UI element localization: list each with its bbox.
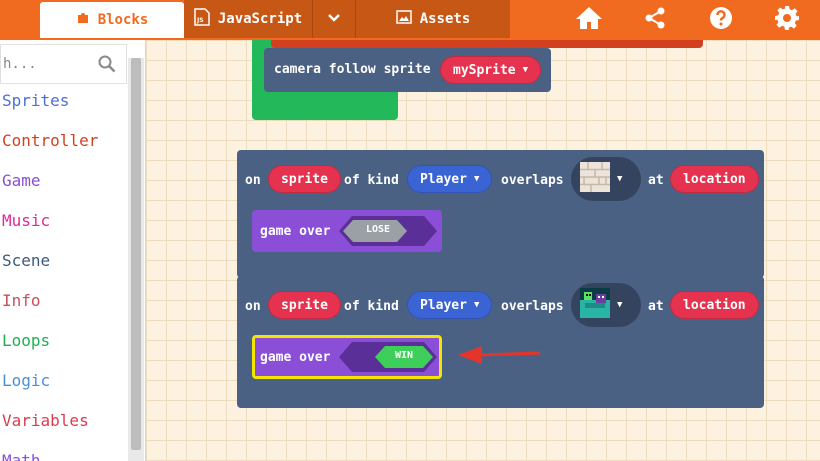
share-icon (643, 6, 667, 34)
tab-assets[interactable]: Assets (356, 0, 510, 38)
editor-tabs: Blocks JS JavaScript Assets (40, 0, 510, 40)
monster-tile-icon (580, 288, 610, 322)
tab-blocks-label: Blocks (97, 12, 149, 28)
caret-down-icon: ▼ (617, 174, 623, 184)
on-label: on (245, 299, 261, 314)
top-bar: Blocks JS JavaScript Assets (0, 0, 820, 40)
of-kind-label: of kind (344, 299, 399, 314)
game-over-win-block[interactable]: game over WIN (252, 335, 442, 379)
category-variables[interactable]: Variables (2, 411, 89, 430)
caret-down-icon: ▼ (473, 174, 480, 184)
sprite-label: sprite (281, 171, 328, 187)
camera-follow-label: camera follow sprite (274, 62, 431, 77)
lose-toggle[interactable]: LOSE (339, 216, 437, 250)
search-input[interactable] (1, 56, 93, 72)
brick-wall-tile-icon (580, 162, 610, 196)
game-over-label: game over (260, 224, 331, 239)
tab-assets-label: Assets (419, 11, 471, 27)
at-label: at (648, 299, 664, 314)
tab-javascript[interactable]: JS JavaScript (184, 0, 312, 38)
chevron-down-icon (327, 11, 341, 27)
category-logic[interactable]: Logic (2, 371, 51, 390)
share-button[interactable] (622, 0, 688, 40)
on-label: on (245, 173, 261, 188)
caret-down-icon: ▼ (473, 300, 480, 310)
win-toggle[interactable]: WIN (339, 342, 437, 376)
tile-picker[interactable]: ▼ (571, 157, 641, 201)
game-over-lose-block[interactable]: game over LOSE (252, 210, 442, 252)
lose-label: LOSE (366, 224, 391, 235)
camera-follow-block[interactable]: camera follow sprite mySprite ▼ (264, 48, 551, 92)
scrollbar-thumb[interactable] (131, 58, 141, 450)
toolbox-sidebar: Sprites Controller Game Music Scene Info… (0, 40, 146, 461)
kind-label: Player (420, 297, 467, 313)
sprite-label: sprite (281, 297, 328, 313)
sprite-variable-pill[interactable]: sprite (268, 165, 341, 193)
category-controller[interactable]: Controller (2, 131, 99, 150)
javascript-file-icon: JS (194, 8, 210, 30)
puzzle-icon (76, 11, 90, 29)
mysprite-dropdown[interactable]: mySprite ▼ (440, 56, 542, 84)
js-file-icon-label: JS (196, 17, 204, 24)
home-icon (575, 6, 603, 34)
caret-down-icon: ▼ (617, 300, 623, 310)
overlaps-label: overlaps (501, 173, 564, 188)
mysprite-label: mySprite (453, 62, 516, 78)
caret-down-icon: ▼ (522, 65, 529, 75)
help-button[interactable] (688, 0, 754, 40)
of-kind-label: of kind (344, 173, 399, 188)
sprite-variable-pill[interactable]: sprite (268, 291, 341, 319)
blocks-workspace[interactable]: camera follow sprite mySprite ▼ on sprit… (146, 40, 820, 461)
image-icon (395, 10, 412, 28)
search-icon[interactable] (98, 55, 116, 77)
settings-button[interactable] (754, 0, 820, 40)
game-over-label: game over (260, 350, 331, 365)
top-actions (556, 0, 820, 40)
category-sprites[interactable]: Sprites (2, 91, 70, 110)
tab-blocks[interactable]: Blocks (40, 2, 184, 38)
location-label: location (683, 171, 746, 187)
category-music[interactable]: Music (2, 211, 51, 230)
kind-dropdown[interactable]: Player ▼ (407, 165, 493, 193)
home-button[interactable] (556, 0, 622, 40)
win-label: WIN (395, 350, 414, 361)
toolbox-search (0, 44, 127, 84)
category-math[interactable]: Math (2, 451, 41, 461)
location-variable-pill[interactable]: location (670, 291, 759, 319)
help-icon (709, 6, 733, 34)
location-label: location (683, 297, 746, 313)
category-game[interactable]: Game (2, 171, 41, 190)
language-dropdown[interactable] (312, 0, 356, 38)
category-info[interactable]: Info (2, 291, 41, 310)
kind-dropdown[interactable]: Player ▼ (407, 291, 493, 319)
category-loops[interactable]: Loops (2, 331, 51, 350)
overlaps-label: overlaps (501, 299, 564, 314)
annotation-arrow-icon (456, 343, 542, 369)
overlap-event-block-2[interactable]: on sprite of kind Player ▼ overlaps (237, 276, 764, 408)
kind-label: Player (420, 171, 467, 187)
tile-picker[interactable]: ▼ (571, 283, 641, 327)
tab-javascript-label: JavaScript (217, 11, 303, 27)
sidebar-scrollbar[interactable] (128, 58, 144, 461)
category-scene[interactable]: Scene (2, 251, 51, 270)
controller-block[interactable] (271, 40, 703, 48)
at-label: at (648, 173, 664, 188)
location-variable-pill[interactable]: location (670, 165, 759, 193)
settings-gear-icon (774, 5, 800, 35)
